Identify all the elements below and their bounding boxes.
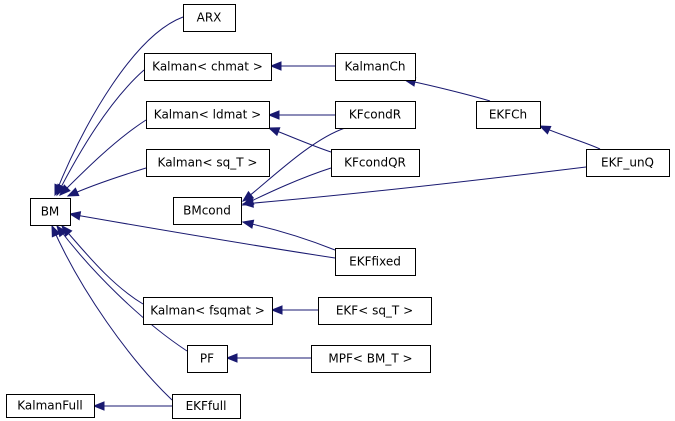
edge-EKFfixed-to-BMcond (241, 219, 336, 251)
edge-line (61, 225, 144, 305)
node-KalmanLdmat[interactable]: Kalman< ldmat > (146, 101, 270, 129)
edge-line (59, 119, 147, 196)
edge-line (67, 167, 147, 197)
node-MPFBMT[interactable]: MPF< BM_T > (311, 345, 431, 373)
arrowhead-icon (267, 127, 281, 137)
node-label: Kalman< ldmat > (154, 108, 261, 122)
node-box[interactable] (143, 297, 273, 325)
arrowhead-icon (59, 184, 71, 196)
node-label: MPF< BM_T > (328, 352, 412, 366)
node-KFcondR[interactable]: KFcondR (335, 101, 416, 129)
edge-line (56, 225, 188, 352)
node-box[interactable] (331, 149, 420, 177)
edges-layer (51, 16, 601, 411)
node-box[interactable] (335, 53, 416, 81)
arrowhead-icon (68, 211, 82, 221)
node-box[interactable] (146, 101, 270, 129)
edge-EKFunQ-to-BMcond (241, 166, 587, 208)
node-box[interactable] (144, 53, 272, 81)
node-EKFCh[interactable]: EKFCh (476, 101, 541, 129)
nodes-layer: BM ARX Kalman< chmat > Kalman< ldmat > Kalma… (6, 4, 670, 419)
edge-EKFfull-to-BM (51, 224, 173, 401)
node-KalmanSqT[interactable]: Kalman< sq_T > (146, 149, 270, 177)
arrowhead-icon (66, 187, 80, 197)
node-box[interactable] (183, 4, 236, 32)
arrowhead-icon (51, 224, 61, 238)
node-label: Kalman< fsqmat > (150, 304, 265, 318)
edge-MPFBMT-to-PF (225, 353, 311, 363)
node-label: KFcondQR (344, 156, 406, 170)
node-KalmanFsqmat[interactable]: Kalman< fsqmat > (143, 297, 273, 325)
arrowhead-icon (241, 198, 254, 208)
node-box[interactable] (311, 345, 431, 373)
edge-KalmanCh-to-KalmanChmat (269, 61, 335, 71)
node-label: EKFCh (489, 108, 527, 122)
node-EKFsqT[interactable]: EKF< sq_T > (318, 297, 432, 325)
node-EKFunQ[interactable]: EKF_unQ (586, 149, 670, 177)
node-PF[interactable]: PF (187, 345, 228, 373)
node-label: KalmanFull (17, 399, 83, 413)
node-box[interactable] (30, 198, 71, 226)
node-box[interactable] (6, 394, 95, 418)
edge-KFcondQR-to-KalmanLdmat (267, 127, 332, 153)
edge-line (404, 79, 491, 102)
edge-KalmanFsqmat-to-BM (61, 224, 144, 305)
node-box[interactable] (172, 394, 241, 419)
node-box[interactable] (318, 297, 432, 325)
arrowhead-icon (269, 61, 282, 71)
node-label: Kalman< sq_T > (158, 156, 258, 170)
arrowhead-icon (538, 125, 552, 135)
node-KFcondQR[interactable]: KFcondQR (331, 149, 420, 177)
node-label: Kalman< chmat > (152, 60, 263, 74)
node-label: EKF< sq_T > (336, 304, 413, 318)
node-box[interactable] (335, 101, 416, 129)
edge-EKFsqT-to-KalmanFsqmat (270, 305, 318, 315)
node-box[interactable] (187, 345, 228, 373)
node-label: BMcond (183, 204, 231, 218)
node-label: EKFfixed (349, 255, 401, 269)
node-label: KalmanCh (345, 60, 406, 74)
node-KalmanFull[interactable]: KalmanFull (6, 394, 95, 418)
node-label: BM (41, 205, 60, 219)
node-label: ARX (197, 11, 222, 25)
node-box[interactable] (586, 149, 670, 177)
arrowhead-icon (270, 305, 283, 315)
node-KalmanChmat[interactable]: Kalman< chmat > (144, 53, 272, 81)
edge-line (51, 225, 173, 401)
node-box[interactable] (476, 101, 541, 129)
node-label: KFcondR (349, 108, 401, 122)
edge-KalmanSqT-to-BM (66, 167, 147, 197)
edge-EKFfull-to-KalmanFull (92, 401, 172, 411)
edge-EKFunQ-to-EKFCh (538, 125, 601, 150)
edge-line (56, 69, 145, 196)
node-label: EKFfull (186, 399, 227, 413)
node-BMcond[interactable]: BMcond (173, 197, 242, 225)
node-EKFfull[interactable]: EKFfull (172, 394, 241, 419)
node-box[interactable] (335, 248, 416, 276)
edge-line (54, 16, 184, 196)
node-ARX[interactable]: ARX (183, 4, 236, 32)
node-KalmanCh[interactable]: KalmanCh (335, 53, 416, 81)
arrowhead-icon (241, 219, 255, 229)
node-box[interactable] (146, 149, 270, 177)
node-label: PF (200, 352, 214, 366)
arrowhead-icon (267, 110, 280, 120)
edge-KalmanLdmat-to-BM (59, 119, 147, 196)
arrowhead-icon (225, 353, 238, 363)
node-label: EKF_unQ (601, 156, 654, 170)
edge-KalmanChmat-to-BM (56, 69, 145, 197)
edge-line (69, 213, 336, 259)
edge-line (242, 166, 587, 205)
edge-KFcondR-to-KalmanLdmat (267, 110, 336, 120)
edge-EKFCh-to-KalmanCh (403, 77, 491, 102)
node-EKFfixed[interactable]: EKFfixed (335, 248, 416, 276)
edge-line (242, 221, 336, 251)
node-box[interactable] (173, 197, 242, 225)
node-BM[interactable]: BM (30, 198, 71, 226)
edge-line (242, 127, 346, 202)
edge-EKFfixed-to-BM (68, 211, 336, 259)
arrowhead-icon (92, 401, 105, 411)
